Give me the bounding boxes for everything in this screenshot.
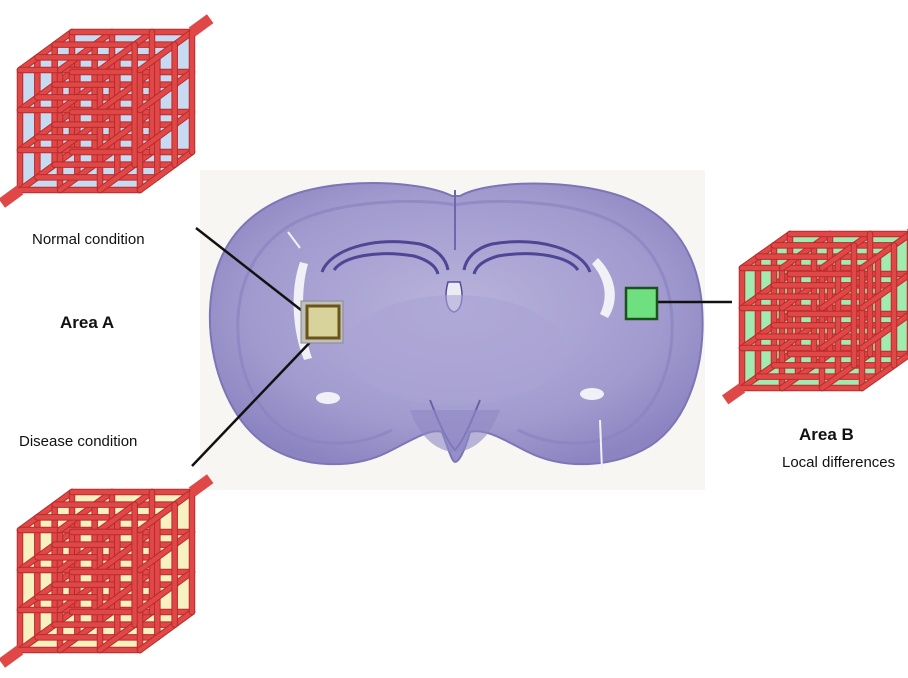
lattice-end-rod	[192, 19, 210, 32]
brain-section-image	[210, 183, 703, 470]
tissue-gap	[316, 392, 340, 404]
cube-lattice-normal	[2, 19, 210, 204]
lattice-end-rod	[192, 479, 210, 492]
cube-lattice-disease	[2, 479, 210, 664]
thalamus	[345, 295, 565, 405]
disease-condition-label: Disease condition	[19, 433, 137, 450]
lattice-end-rod	[2, 650, 20, 663]
area-a-label: Area A	[60, 313, 114, 333]
tissue-gap	[580, 388, 604, 400]
local-differences-label: Local differences	[782, 454, 895, 471]
normal-condition-label: Normal condition	[32, 231, 145, 248]
area-b-marker	[626, 288, 657, 319]
cube-lattice-area-b	[725, 222, 908, 400]
area-b-label: Area B	[799, 425, 854, 445]
lattice-end-rod	[725, 388, 742, 400]
lattice-end-rod	[2, 190, 20, 203]
area-a-marker	[307, 306, 339, 338]
